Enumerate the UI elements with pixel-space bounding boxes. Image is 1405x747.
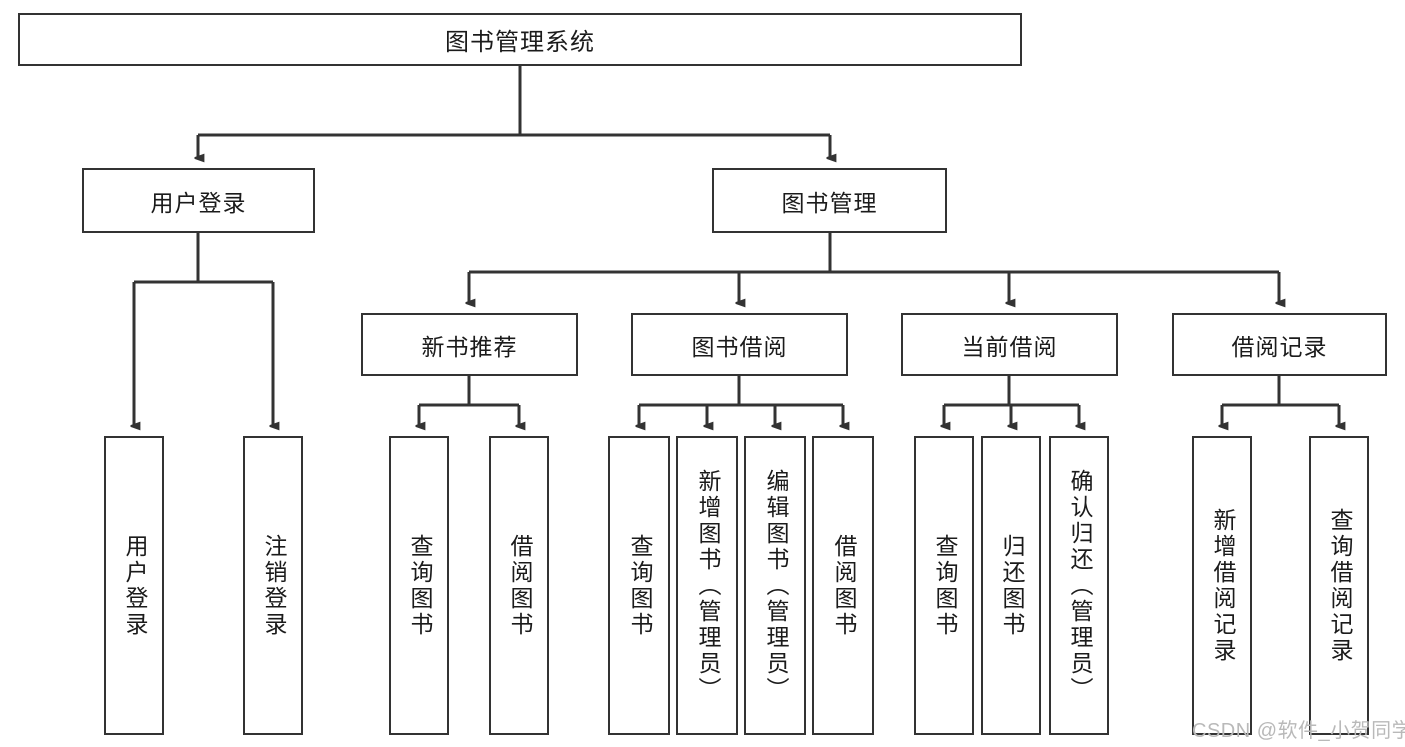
node-borrow-record[interactable]: 借阅记录 — [1172, 313, 1387, 376]
node-leaf-add-record[interactable]: 新增借阅记录 — [1192, 436, 1252, 735]
csdn-watermark: CSDN @软件_小贺同学 — [1192, 720, 1405, 742]
node-leaf-query-book-2-label: 查询图书 — [626, 533, 653, 638]
node-book-management-label: 图书管理 — [781, 189, 878, 216]
node-book-borrow-label: 图书借阅 — [691, 333, 788, 360]
node-leaf-edit-book[interactable]: 编辑图书（管理员） — [744, 436, 806, 735]
node-leaf-logout-login[interactable]: 注销登录 — [243, 436, 303, 735]
node-leaf-user-login-label: 用户登录 — [121, 533, 148, 638]
node-book-management[interactable]: 图书管理 — [712, 168, 947, 233]
node-leaf-user-login[interactable]: 用户登录 — [104, 436, 164, 735]
node-leaf-return-book[interactable]: 归还图书 — [981, 436, 1041, 735]
node-leaf-query-record-label: 查询借阅记录 — [1326, 507, 1353, 664]
node-current-borrow-label: 当前借阅 — [961, 333, 1058, 360]
node-user-login-label: 用户登录 — [150, 189, 247, 216]
node-leaf-query-record[interactable]: 查询借阅记录 — [1309, 436, 1369, 735]
node-leaf-add-book[interactable]: 新增图书（管理员） — [676, 436, 738, 735]
node-leaf-borrow-book-1[interactable]: 借阅图书 — [489, 436, 549, 735]
node-root-system-label: 图书管理系统 — [445, 29, 595, 56]
node-user-login[interactable]: 用户登录 — [82, 168, 315, 233]
node-leaf-query-book-3[interactable]: 查询图书 — [914, 436, 974, 735]
node-root-system[interactable]: 图书管理系统 — [18, 13, 1022, 66]
node-new-book-recommend[interactable]: 新书推荐 — [361, 313, 578, 376]
node-leaf-borrow-book-1-label: 借阅图书 — [506, 533, 533, 638]
node-leaf-confirm-return-label: 确认归还（管理员） — [1066, 468, 1093, 703]
node-leaf-query-book-1[interactable]: 查询图书 — [389, 436, 449, 735]
node-leaf-borrow-book-2[interactable]: 借阅图书 — [812, 436, 874, 735]
node-borrow-record-label: 借阅记录 — [1231, 333, 1328, 360]
node-leaf-add-record-label: 新增借阅记录 — [1209, 507, 1236, 664]
node-current-borrow[interactable]: 当前借阅 — [901, 313, 1118, 376]
node-leaf-return-book-label: 归还图书 — [998, 533, 1025, 638]
node-leaf-query-book-2[interactable]: 查询图书 — [608, 436, 670, 735]
node-leaf-edit-book-label: 编辑图书（管理员） — [762, 468, 789, 703]
node-leaf-logout-login-label: 注销登录 — [260, 533, 287, 638]
node-book-borrow[interactable]: 图书借阅 — [631, 313, 848, 376]
node-leaf-borrow-book-2-label: 借阅图书 — [830, 533, 857, 638]
node-leaf-query-book-1-label: 查询图书 — [406, 533, 433, 638]
node-leaf-add-book-label: 新增图书（管理员） — [694, 468, 721, 703]
node-new-book-recommend-label: 新书推荐 — [421, 333, 518, 360]
node-leaf-confirm-return[interactable]: 确认归还（管理员） — [1049, 436, 1109, 735]
node-leaf-query-book-3-label: 查询图书 — [931, 533, 958, 638]
